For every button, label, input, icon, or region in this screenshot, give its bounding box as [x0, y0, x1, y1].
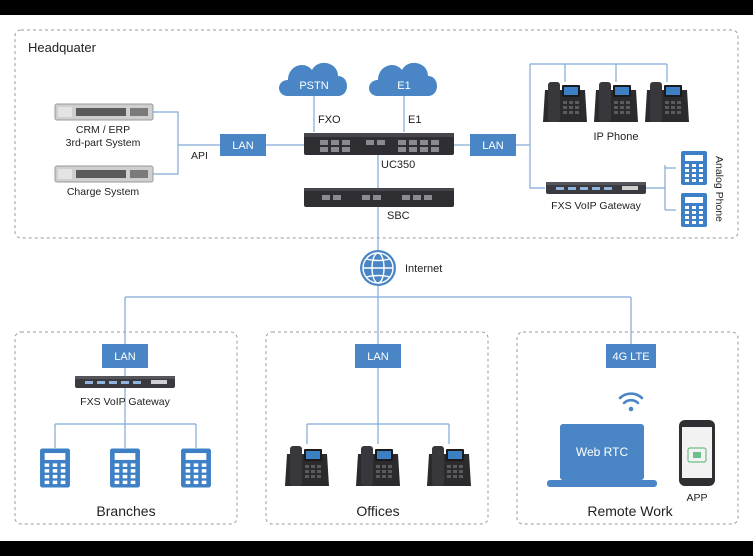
- e1-cloud: E1: [369, 62, 437, 97]
- branches-lan-box: LAN: [102, 344, 148, 368]
- crm-server: [54, 103, 154, 121]
- hq-fxs-gateway: [546, 182, 646, 194]
- svg-text:LAN: LAN: [114, 351, 135, 363]
- remote-work-section: [516, 331, 739, 525]
- branches-fxs-gateway: [75, 376, 175, 388]
- pstn-cloud: PSTN: [279, 62, 347, 97]
- globe-icon: [360, 250, 396, 286]
- sbc-device: [304, 188, 454, 207]
- app-label: APP: [686, 492, 707, 504]
- headquarter-title: Headquater: [28, 40, 97, 55]
- crm-label-line1: CRM / ERP: [76, 124, 130, 136]
- svg-text:LAN: LAN: [232, 140, 253, 152]
- api-label: API: [191, 150, 208, 162]
- analog-phone-label: Analog Phone: [713, 156, 725, 222]
- svg-text:4G LTE: 4G LTE: [612, 351, 649, 363]
- branch-analog-phone-1: [40, 448, 70, 488]
- branch-analog-phone-2: [110, 448, 140, 488]
- headquarter-section: [14, 29, 739, 239]
- ip-phone-label: IP Phone: [593, 131, 638, 143]
- webrtc-label: Web RTC: [576, 445, 629, 459]
- lte-box: 4G LTE: [606, 344, 656, 368]
- e1-cloud-label: E1: [397, 80, 410, 92]
- uc350-device: [304, 133, 454, 155]
- lan-box-left: LAN: [220, 134, 266, 156]
- remote-work-title: Remote Work: [587, 503, 673, 519]
- hq-analog-phone-1: [681, 151, 707, 185]
- lan-box-right: LAN: [470, 134, 516, 156]
- connection-lines: [54, 63, 676, 448]
- branches-section: [14, 331, 238, 525]
- e1-link-label: E1: [408, 114, 421, 126]
- uc350-label: UC350: [381, 159, 415, 171]
- hq-fxs-gateway-label: FXS VoIP Gateway: [551, 200, 641, 212]
- charge-server: [54, 165, 154, 183]
- hq-analog-phone-2: [681, 193, 707, 227]
- svg-text:LAN: LAN: [367, 351, 388, 363]
- offices-lan-box: LAN: [355, 344, 401, 368]
- laptop-icon: [547, 424, 657, 487]
- sbc-label: SBC: [387, 210, 410, 222]
- offices-section: [265, 331, 489, 525]
- fxo-label: FXO: [318, 114, 341, 126]
- internet-label: Internet: [405, 263, 442, 275]
- charge-label: Charge System: [67, 186, 140, 198]
- smartphone-icon: [679, 420, 715, 486]
- branches-title: Branches: [96, 503, 155, 519]
- wifi-icon: [618, 392, 644, 412]
- branches-gateway-label: FXS VoIP Gateway: [80, 396, 170, 408]
- branch-analog-phone-3: [181, 448, 211, 488]
- svg-text:LAN: LAN: [482, 140, 503, 152]
- pstn-label: PSTN: [299, 80, 328, 92]
- offices-title: Offices: [356, 503, 399, 519]
- crm-label-line2: 3rd-part System: [66, 137, 141, 149]
